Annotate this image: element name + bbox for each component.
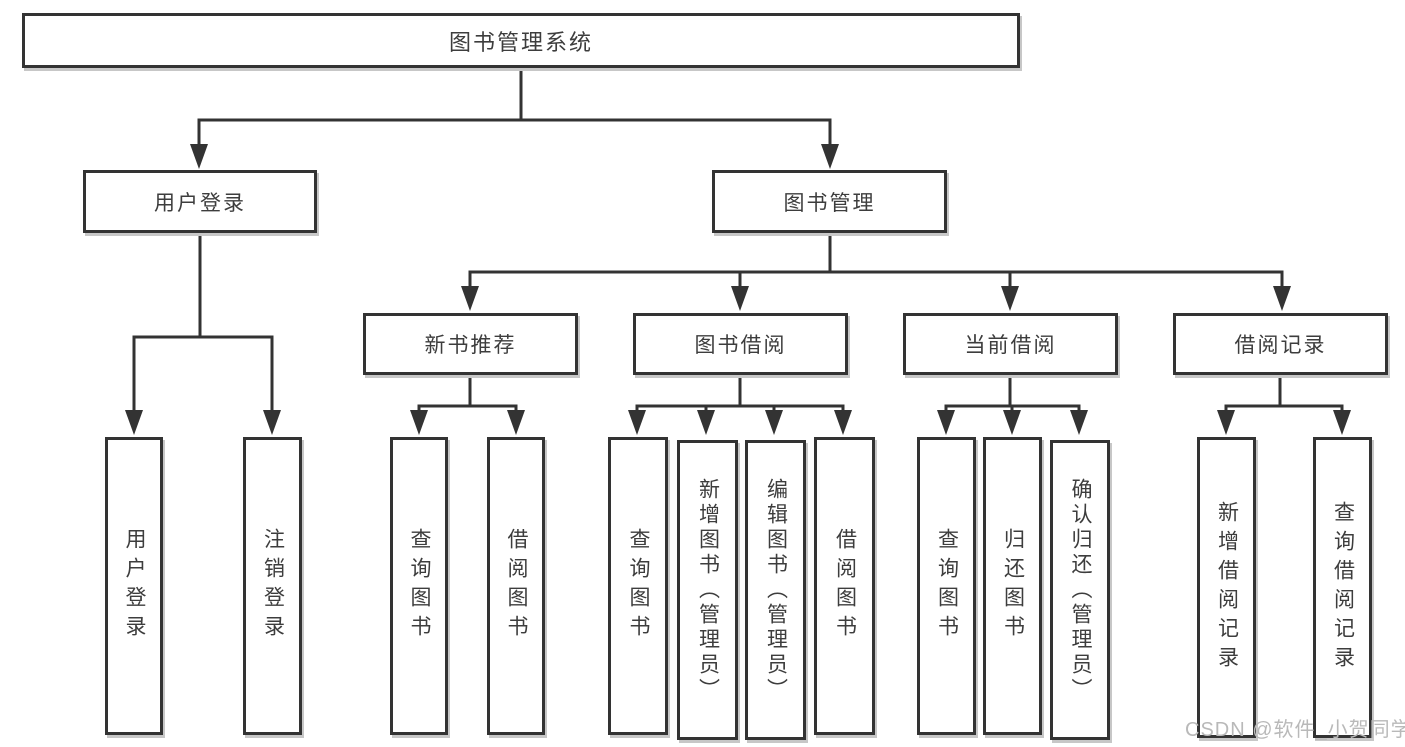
node-book-management: 图书管理 [712, 170, 947, 233]
node-book-borrowing: 图书借阅 [633, 313, 848, 375]
connector-newbook-rail [417, 404, 518, 410]
leaf-borrow-add-books-admin: 新增图书（管理员） [677, 440, 738, 740]
leaf-newbook-query-books: 查询图书 [390, 437, 448, 735]
connector-bookmgmt-rail [468, 270, 1284, 286]
arrowhead-to-new-book [461, 286, 479, 311]
leaf-user-login: 用户登录 [105, 437, 163, 735]
leaf-borrow-edit-books-admin: 编辑图书（管理员） [745, 440, 806, 740]
node-new-book-recommend: 新书推荐 [363, 313, 578, 375]
arrowhead-to-leaf-login [125, 410, 143, 435]
connector-userlogin-rail [132, 335, 274, 410]
leaf-current-return-books: 归还图书 [983, 437, 1042, 735]
node-library-system: 图书管理系统 [22, 13, 1020, 68]
arrowhead-to-current-borrow [1001, 286, 1019, 311]
arrowhead-bb-edit [765, 410, 783, 435]
arrowhead-cb-query [937, 410, 955, 435]
arrowhead-nb-query [410, 410, 428, 435]
arrowhead-br-query [1333, 410, 1351, 435]
arrowhead-bb-borrow [834, 410, 852, 435]
arrowhead-br-add [1217, 410, 1235, 435]
leaf-records-add-record: 新增借阅记录 [1197, 437, 1256, 738]
node-current-borrowing: 当前借阅 [903, 313, 1118, 375]
leaf-borrow-borrow-books: 借阅图书 [814, 437, 875, 735]
leaf-current-query-books: 查询图书 [917, 437, 976, 735]
connector-root-rail [197, 118, 832, 144]
leaf-logout: 注销登录 [243, 437, 302, 735]
arrowhead-nb-borrow [507, 410, 525, 435]
leaf-newbook-borrow-books: 借阅图书 [487, 437, 545, 735]
arrowhead-to-book-mgmt [821, 144, 839, 169]
node-borrowing-records: 借阅记录 [1173, 313, 1388, 375]
connector-currentborrow-rail [944, 404, 1081, 410]
node-user-login: 用户登录 [83, 170, 317, 233]
arrowhead-cb-return [1003, 410, 1021, 435]
arrowhead-bb-add [697, 410, 715, 435]
arrowhead-cb-confirm [1070, 410, 1088, 435]
leaf-records-query-record: 查询借阅记录 [1313, 437, 1372, 738]
connector-bookborrow-rail [635, 404, 845, 410]
arrowhead-to-borrow-records [1273, 286, 1291, 311]
leaf-current-confirm-return-admin: 确认归还（管理员） [1050, 440, 1110, 740]
arrowhead-to-user-login [190, 144, 208, 169]
leaf-borrow-query-books: 查询图书 [608, 437, 668, 735]
arrowhead-to-book-borrow [731, 286, 749, 311]
watermark-text: CSDN @软件_小贺同学 [1185, 719, 1405, 741]
arrowhead-bb-query [628, 410, 646, 435]
arrowhead-to-leaf-logout [263, 410, 281, 435]
connector-records-rail [1224, 404, 1344, 410]
